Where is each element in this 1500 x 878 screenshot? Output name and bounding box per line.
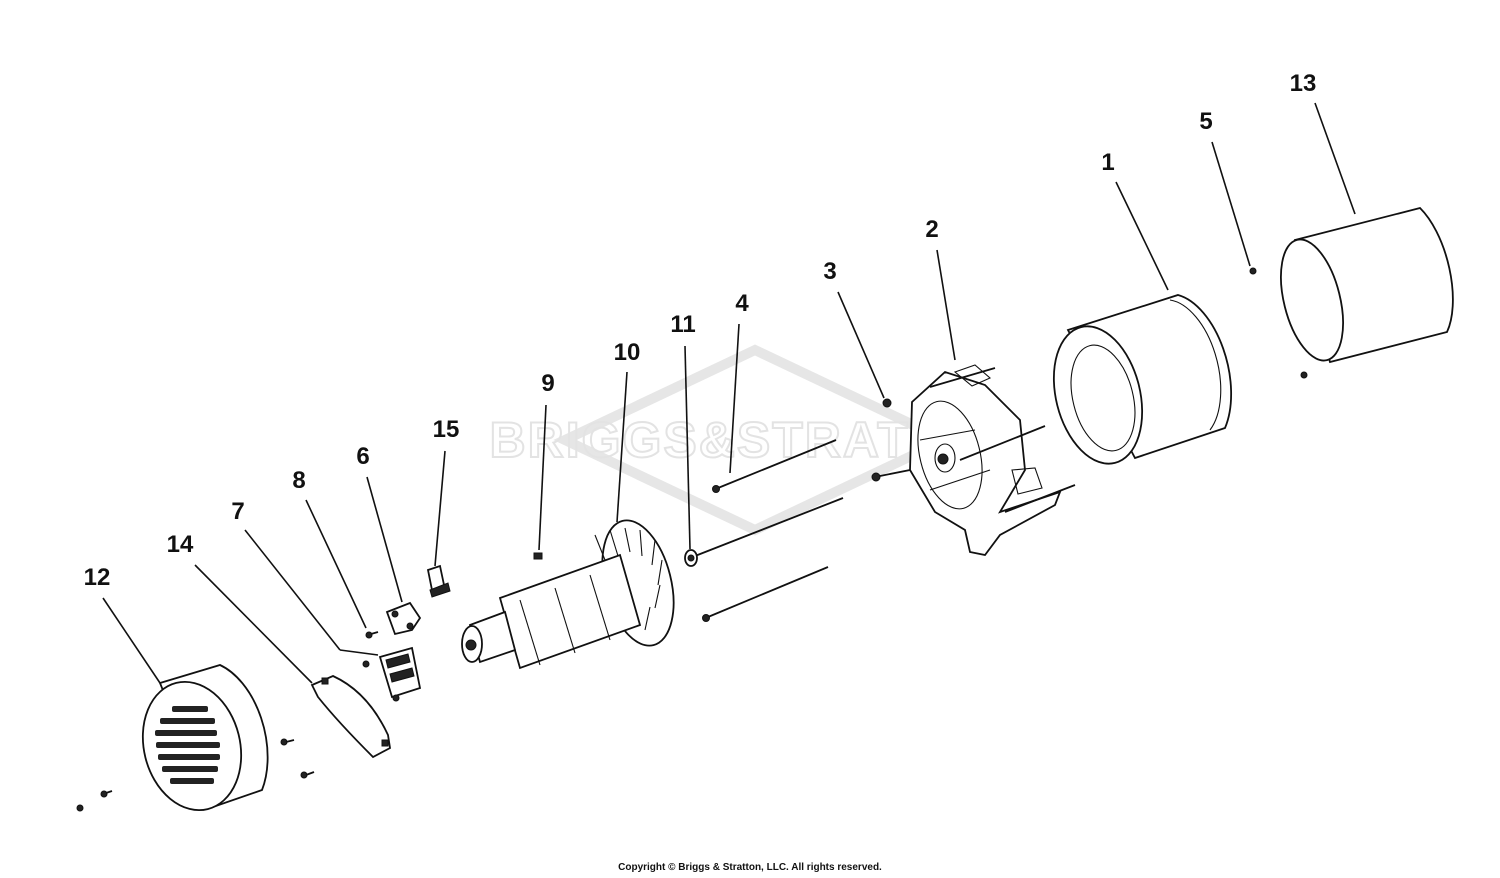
part-12-end-cover xyxy=(141,664,269,812)
part-10-rotor xyxy=(461,519,675,670)
callout-1: 1 xyxy=(1101,149,1114,176)
part-6-brush-holder xyxy=(385,601,422,636)
callout-2: 2 xyxy=(925,216,938,243)
callout-9: 9 xyxy=(541,370,554,397)
callout-11: 11 xyxy=(670,311,695,338)
callout-3: 3 xyxy=(823,258,836,285)
callout-10: 10 xyxy=(614,339,641,366)
callout-8: 8 xyxy=(292,467,305,494)
part-7-regulator xyxy=(362,646,422,702)
part-2-bearing-bracket xyxy=(909,364,1076,556)
part-4-through-rods xyxy=(702,439,837,622)
part-9-screw xyxy=(533,552,543,560)
part-13-cover xyxy=(1280,207,1454,364)
leader-lines xyxy=(102,102,1356,684)
part-3-bolts xyxy=(871,398,911,482)
callout-6: 6 xyxy=(356,443,369,470)
callout-12: 12 xyxy=(84,564,111,591)
callout-15: 15 xyxy=(433,416,460,443)
callout-labels: 1 2 3 4 5 6 7 8 9 10 11 12 13 14 15 xyxy=(84,70,1317,591)
part-14-terminal-cover xyxy=(310,675,391,759)
part-15-connector xyxy=(426,564,451,598)
callout-5: 5 xyxy=(1199,108,1212,135)
part-11-rotor-bolt xyxy=(684,497,844,567)
part-8-screw xyxy=(365,631,379,639)
callout-7: 7 xyxy=(231,498,244,525)
callout-14: 14 xyxy=(167,531,194,558)
part-5-screws xyxy=(1249,267,1308,379)
callout-4: 4 xyxy=(735,290,749,317)
copyright-notice: Copyright © Briggs & Stratton, LLC. All … xyxy=(618,862,882,873)
callout-13: 13 xyxy=(1290,70,1317,97)
part-1-stator xyxy=(1052,294,1232,465)
loose-screws xyxy=(76,738,315,812)
